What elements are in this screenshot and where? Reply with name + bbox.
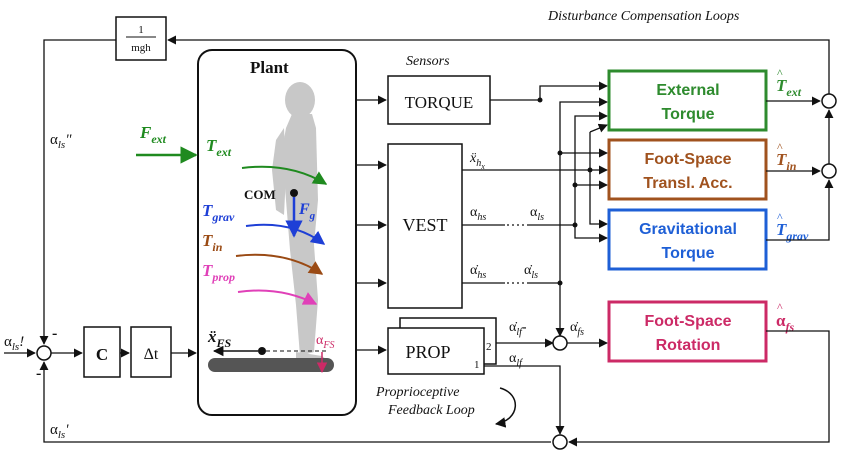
tin-label: Tin <box>202 231 223 254</box>
prop-port-2: 2 <box>486 341 492 353</box>
estimator-foot-space-rotation: Foot-Space Rotation <box>607 300 768 363</box>
feedback-upper-label: αls" <box>50 132 72 151</box>
estimator-foot-space-transl-acc: Foot-Space Transl. Acc. <box>607 138 768 201</box>
prop-label: PROP <box>405 342 450 362</box>
plant-box <box>197 49 357 416</box>
estimator-rotation-line1: Foot-Space <box>644 313 731 330</box>
out-alphafs-label: αfs <box>776 311 794 334</box>
prop-loop-label-1: Proprioceptive <box>375 385 459 400</box>
prop-port-1: 1 <box>474 359 480 371</box>
estimator-gravitational-torque: Gravitational Torque <box>607 208 768 271</box>
controller-label: C <box>96 345 108 364</box>
estimator-transl-line1: Foot-Space <box>644 151 731 168</box>
ground-plate <box>208 358 334 372</box>
wiring <box>4 35 834 447</box>
alphadot-hs-label: α̇hs <box>470 263 486 281</box>
summing-junction-fs <box>552 335 568 351</box>
out-tgrav-hat: ^ <box>777 210 783 224</box>
minus-top: - <box>52 325 57 342</box>
out-text-hat: ^ <box>777 66 783 80</box>
sensors-label: Sensors <box>406 54 450 69</box>
summing-junction-r1 <box>821 93 837 109</box>
alphadot-lf-label: α̇lf- <box>509 320 527 338</box>
prop-loop-arrow <box>494 387 517 428</box>
out-text-label: Text <box>776 76 802 99</box>
text-label: Text <box>206 136 232 159</box>
controller-box <box>83 326 121 378</box>
plant-title: Plant <box>250 58 289 77</box>
tin-arc <box>235 253 324 275</box>
alpha-ls-vest-label: αls <box>530 205 544 223</box>
gain-denominator: mgh <box>131 42 151 54</box>
x-hx-label: ẍhx <box>469 151 485 171</box>
tprop-arc <box>237 289 318 305</box>
feedback-lower-label: αls' <box>50 422 69 441</box>
summing-junction-r2 <box>821 163 837 179</box>
estimator-rotation-line2: Rotation <box>656 337 721 354</box>
alphafs-label: αFS <box>316 333 334 351</box>
alphadot-ls-label: α̇ls <box>524 263 538 281</box>
tgrav-label: Tgrav <box>202 201 235 224</box>
com-point <box>290 189 298 197</box>
text-arc <box>241 165 328 185</box>
vest-box <box>387 143 463 309</box>
junction-dots <box>537 97 593 286</box>
prop-box <box>387 327 485 375</box>
delay-label: Δt <box>144 346 159 363</box>
out-tin-hat: ^ <box>777 140 783 154</box>
alpha-lf-label: αlf <box>509 351 523 369</box>
estimator-external-torque-line1: External <box>656 82 719 99</box>
estimator-transl-line2: Transl. Acc. <box>643 175 732 192</box>
prop-loop-label-2: Feedback Loop <box>387 403 475 418</box>
gain-box <box>115 16 167 61</box>
tprop-label: Tprop <box>202 261 235 284</box>
estimator-grav-line2: Torque <box>661 245 714 262</box>
vest-label: VEST <box>403 215 448 235</box>
ref-signal-label: αls! <box>4 334 24 353</box>
out-alphafs-hat: ^ <box>777 300 783 314</box>
out-tin-label: Tin <box>776 150 797 173</box>
estimator-grav-line1: Gravitational <box>639 221 737 238</box>
fg-label: Fg <box>298 201 316 222</box>
foot-point <box>258 347 266 355</box>
estimator-external-torque: External Torque <box>607 69 768 132</box>
torque-sensor-label: TORQUE <box>405 93 474 112</box>
gain-numerator: 1 <box>138 24 144 36</box>
alpha-hs-label: αhs <box>470 205 486 223</box>
diagram-title: Disturbance Compensation Loops <box>547 9 740 24</box>
alphadot-fs-label: α̇fs <box>570 320 584 338</box>
summing-junction-main <box>36 345 52 361</box>
summing-junction-bottom <box>552 434 568 450</box>
estimator-external-torque-line2: Torque <box>661 106 714 123</box>
tgrav-arc <box>245 223 326 245</box>
delay-box <box>130 326 172 378</box>
com-label: COM <box>244 187 276 202</box>
minus-bottom: - <box>36 365 41 382</box>
fext-label: Fext <box>139 123 167 146</box>
